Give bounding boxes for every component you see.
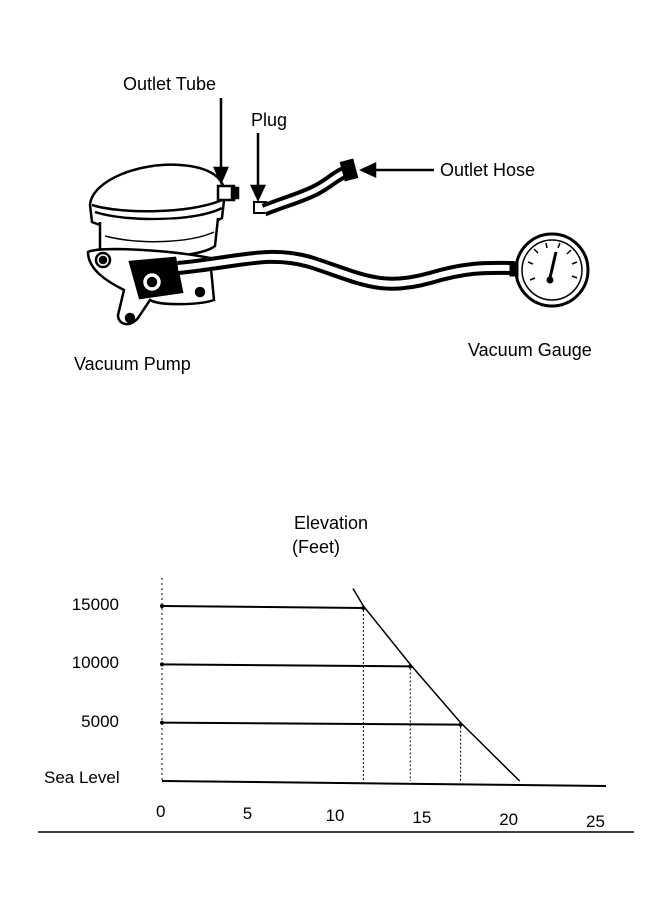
- y-tick-label: 15000: [71, 595, 119, 614]
- y-tick-label: Sea Level: [44, 769, 120, 786]
- vacuum-pump-label: Vacuum Pump: [74, 354, 191, 374]
- outlet-tube-arrow: [213, 98, 229, 186]
- y-tick-label: 10000: [71, 653, 119, 673]
- reference-hline-0: [161, 605, 364, 609]
- outlet-hose-arrow: [359, 162, 434, 178]
- outlet-hose-icon: [261, 158, 359, 217]
- outlet-tube-label: Outlet Tube: [123, 74, 217, 94]
- gauge-hose: [177, 249, 515, 291]
- vacuum-gauge-icon: [509, 232, 590, 308]
- outlet-hose-label: Outlet Hose: [440, 160, 536, 180]
- x-tick-label: 25: [586, 812, 605, 831]
- chart-title-line2: (Feet): [292, 537, 341, 557]
- x-tick-label: 15: [412, 808, 432, 827]
- x-tick-label: 10: [325, 806, 345, 825]
- chart-title-line1: Elevation: [294, 513, 369, 533]
- x-tick-label: 20: [499, 810, 519, 829]
- plug-label: Plug: [251, 110, 288, 130]
- reference-hline-2: [161, 721, 461, 726]
- vacuum-gauge-label: Vacuum Gauge: [468, 340, 592, 360]
- x-tick-label: 0: [156, 802, 166, 821]
- x-tick-label: 5: [242, 804, 253, 823]
- vacuum-pump-icon: [86, 163, 240, 326]
- reference-axis-dot-0: [160, 604, 164, 608]
- reference-axis-dot-1: [160, 662, 164, 667]
- x-axis: [161, 780, 607, 787]
- reference-axis-dot-2: [160, 720, 164, 725]
- reference-hline-1: [161, 663, 411, 668]
- plug-arrow: [250, 133, 266, 202]
- y-tick-label: 5000: [81, 711, 119, 731]
- elevation-curve-0: [352, 588, 521, 782]
